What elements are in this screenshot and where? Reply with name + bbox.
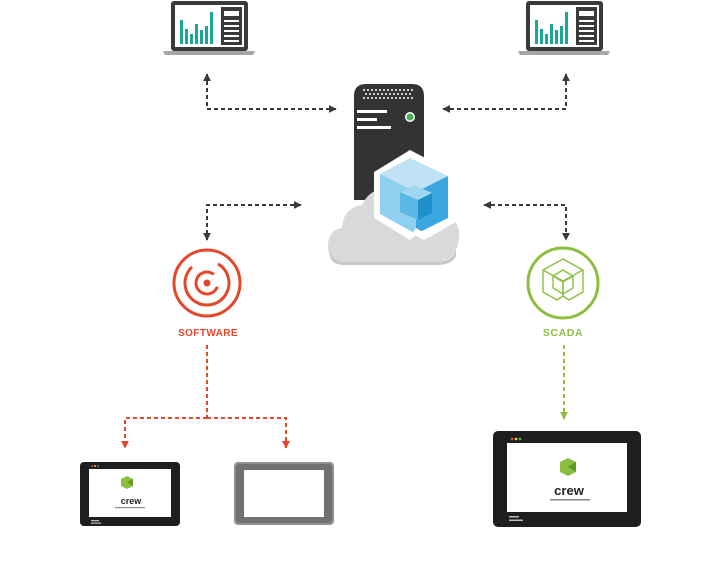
tablet-left: crew xyxy=(80,462,180,526)
crew-wordmark: crew xyxy=(554,483,585,498)
tablet-middle xyxy=(234,462,334,525)
scada-label: SCADA xyxy=(543,327,583,339)
cube-logo-icon xyxy=(374,150,456,240)
connector-software-tablet-middle xyxy=(207,417,290,449)
tablet-right: crew xyxy=(493,431,641,527)
connector-cloud-scada xyxy=(483,201,570,241)
crew-wordmark: crew xyxy=(121,496,143,506)
connectors-dark xyxy=(203,73,570,241)
software-node: SOFTWARE xyxy=(172,248,242,339)
tablet-blank-icon xyxy=(234,462,334,525)
connectors-software xyxy=(121,345,290,449)
laptop-dashboard-icon xyxy=(163,1,255,55)
laptop-left xyxy=(163,1,255,55)
connector-cloud-software xyxy=(203,201,302,241)
software-target-icon xyxy=(172,248,242,318)
tablet-crew-app-icon: crew xyxy=(493,431,641,527)
connector-laptop-left-server xyxy=(203,73,337,113)
server-cloud-group xyxy=(328,84,460,265)
software-label: SOFTWARE xyxy=(178,328,238,339)
laptop-dashboard-icon xyxy=(518,1,610,55)
scada-cube-icon xyxy=(526,246,600,320)
tablet-crew-app-icon: crew xyxy=(80,462,180,526)
scada-node: SCADA xyxy=(526,246,600,339)
connector-laptop-right-server xyxy=(442,73,570,113)
connector-software-tablet-left xyxy=(121,417,207,449)
laptop-right xyxy=(518,1,610,55)
